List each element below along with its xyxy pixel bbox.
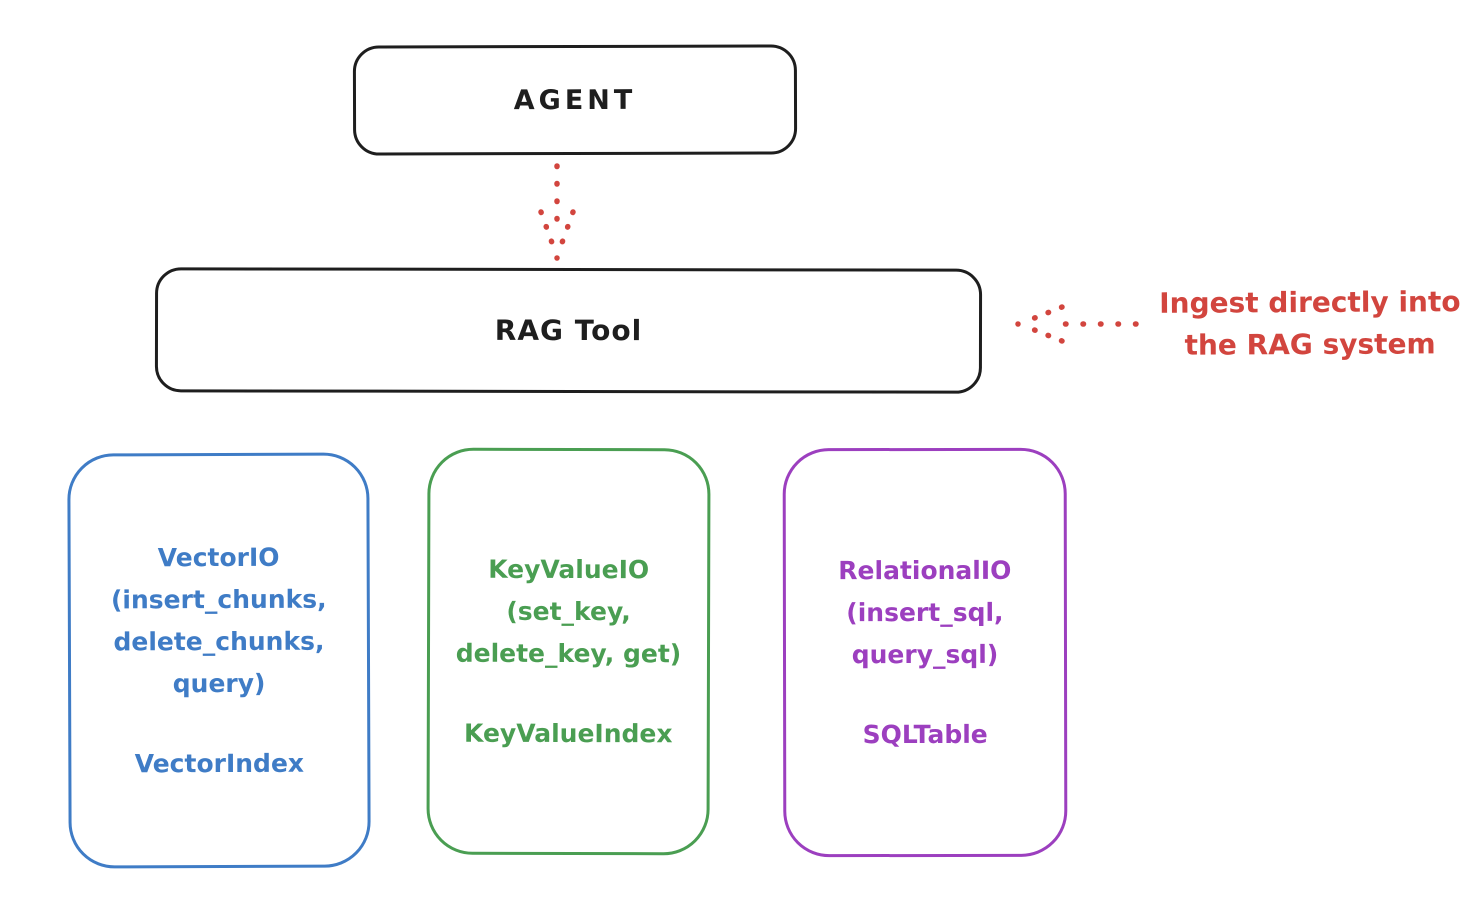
keyvalue-io-box: KeyValueIO (set_key, delete_key, get) Ke… [426, 447, 711, 856]
rag-tool-label: RAG Tool [494, 313, 643, 348]
box-text-line: delete_chunks, [113, 626, 325, 656]
ingest-note-line2: the RAG system [1184, 327, 1436, 362]
box-text-line: query) [172, 668, 266, 698]
ingest-note: Ingest directly into the RAG system [1140, 281, 1480, 367]
down-arrow-icon [538, 163, 576, 261]
box-text-line: (set_key, [506, 596, 631, 626]
vector-io-functions: VectorIO (insert_chunks, delete_chunks, … [111, 536, 327, 705]
relational-io-functions: RelationalIO (insert_sql, query_sql) [838, 549, 1011, 675]
box-text-line: delete_key, get) [455, 638, 682, 668]
sql-table-label: SQLTable [862, 719, 988, 749]
ingest-note-line1: Ingest directly into [1159, 285, 1461, 320]
vector-index-label: VectorIndex [134, 748, 305, 778]
agent-label: AGENT [513, 84, 637, 116]
agent-box: AGENT [352, 44, 798, 156]
box-text-line: (insert_chunks, [110, 584, 327, 614]
relational-io-box: RelationalIO (insert_sql, query_sql) SQL… [782, 447, 1068, 858]
vector-io-box: VectorIO (insert_chunks, delete_chunks, … [67, 452, 371, 869]
box-text-line: KeyValueIO [488, 554, 650, 584]
box-text-line: VectorIO [157, 542, 280, 572]
keyvalue-index-label: KeyValueIndex [464, 718, 673, 748]
rag-tool-box: RAG Tool [154, 267, 983, 394]
box-text-line: RelationalIO [838, 555, 1012, 585]
left-arrow-icon [1015, 304, 1139, 344]
keyvalue-io-functions: KeyValueIO (set_key, delete_key, get) [456, 548, 682, 675]
box-text-line: query_sql) [851, 639, 999, 669]
box-text-line: (insert_sql, [846, 597, 1004, 627]
